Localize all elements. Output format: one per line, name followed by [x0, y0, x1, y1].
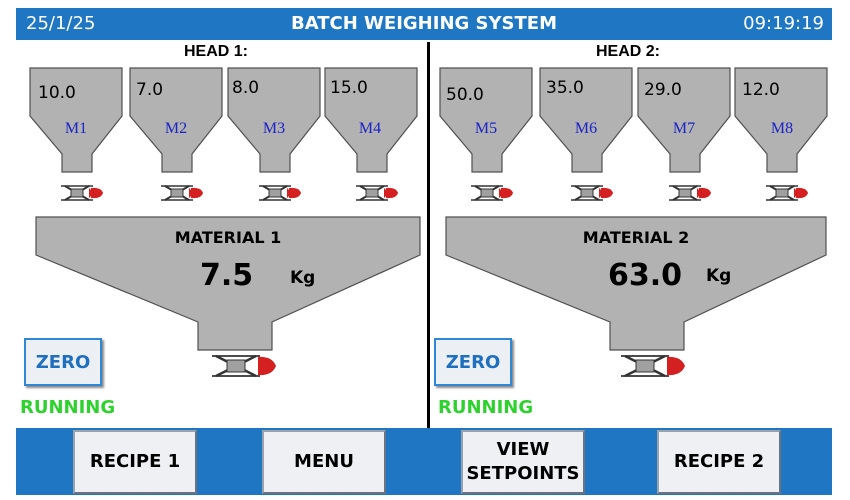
weigh-hopper-1	[35, 216, 421, 351]
valve-m8	[765, 185, 809, 201]
weigh-valve-2	[619, 354, 687, 378]
hopper-m5-value: 50.0	[446, 85, 484, 105]
page-title: BATCH WEIGHING SYSTEM	[290, 13, 557, 34]
view-setpoints-line-2: SETPOINTS	[466, 463, 580, 484]
material-2-weight: 63.0	[608, 258, 683, 293]
status-head-1: RUNNING	[20, 397, 116, 418]
hopper-m2-value: 7.0	[136, 80, 164, 100]
zero-button-head-1[interactable]: ZERO	[24, 338, 102, 386]
valve-m4	[355, 185, 399, 201]
valve-m1	[60, 185, 104, 201]
hopper-m7-label: M7	[672, 120, 696, 137]
material-2-unit: Kg	[706, 266, 732, 286]
hopper-m6-value: 35.0	[546, 78, 584, 98]
material-1-label: MATERIAL 1	[174, 228, 282, 247]
material-2-label: MATERIAL 2	[582, 228, 690, 247]
valve-m2	[160, 185, 204, 201]
hopper-m4-value: 15.0	[330, 78, 368, 98]
hopper-m1-value: 10.0	[38, 83, 76, 103]
date-display: 25/1/25	[26, 13, 96, 34]
view-setpoints-line-1: VIEW	[496, 439, 550, 460]
hopper-m8-value: 12.0	[742, 80, 780, 100]
weigh-hopper-2	[445, 216, 827, 351]
bottom-nav-bar: RECIPE 1 MENU VIEW SETPOINTS RECIPE 2	[16, 428, 832, 495]
valve-m5	[470, 185, 514, 201]
hopper-m1-label: M1	[64, 120, 88, 137]
time-display: 09:19:19	[743, 13, 824, 34]
hopper-m8-label: M8	[770, 120, 794, 137]
head-1-label: HEAD 1:	[183, 43, 248, 60]
hopper-m5-label: M5	[474, 120, 498, 137]
hopper-m4-label: M4	[358, 120, 382, 137]
hopper-m2-label: M2	[164, 120, 188, 137]
zero-button-head-2[interactable]: ZERO	[434, 338, 512, 386]
menu-button[interactable]: MENU	[262, 430, 386, 494]
hopper-m3-label: M3	[262, 120, 286, 137]
head-divider	[427, 42, 430, 428]
material-1-weight: 7.5	[200, 258, 254, 293]
status-head-2: RUNNING	[438, 397, 534, 418]
title-bar: 25/1/25 BATCH WEIGHING SYSTEM 09:19:19	[16, 8, 832, 40]
recipe-1-button[interactable]: RECIPE 1	[73, 430, 197, 494]
material-1-unit: Kg	[290, 268, 316, 288]
hopper-m3-value: 8.0	[232, 78, 260, 98]
valve-m3	[258, 185, 302, 201]
view-setpoints-button[interactable]: VIEW SETPOINTS	[461, 430, 585, 494]
head-2-label: HEAD 2:	[595, 43, 660, 60]
recipe-2-button[interactable]: RECIPE 2	[657, 430, 781, 494]
valve-m6	[570, 185, 614, 201]
valve-m7	[668, 185, 712, 201]
hopper-m6-label: M6	[574, 120, 598, 137]
weigh-valve-1	[210, 354, 278, 378]
hopper-m7-value: 29.0	[644, 80, 682, 100]
